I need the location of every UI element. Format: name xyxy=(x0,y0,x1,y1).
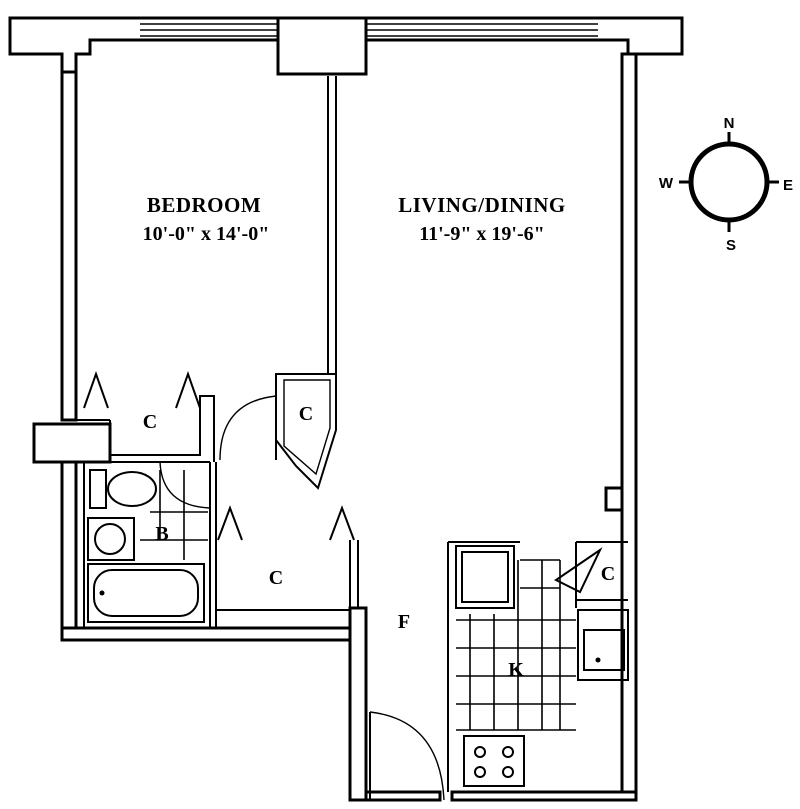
compass-east: E xyxy=(783,177,793,194)
kitchen-closet-label: C xyxy=(601,563,615,585)
compass-north: N xyxy=(724,115,735,132)
compass-west: W xyxy=(659,175,674,192)
exterior-walls xyxy=(8,16,684,802)
bedroom-dimensions: 10'-0" x 14'-0" xyxy=(143,223,270,245)
bifold-doors xyxy=(83,370,355,541)
bath-label: B xyxy=(155,523,168,545)
doors xyxy=(159,395,603,801)
kitchen-fixtures xyxy=(455,545,625,787)
bathroom-fixtures xyxy=(87,469,208,623)
bedroom-name: BEDROOM xyxy=(147,193,261,217)
compass-south: S xyxy=(726,237,736,254)
living-dining-name: LIVING/DINING xyxy=(398,193,566,217)
living-dining-dimensions: 11'-9" x 19'-6" xyxy=(419,223,545,245)
compass-rose: N S W E xyxy=(659,115,793,254)
entry-closet-label: C xyxy=(269,567,283,589)
kitchen-label: K xyxy=(508,659,524,681)
room-labels: BEDROOM 10'-0" x 14'-0" LIVING/DINING 11… xyxy=(143,193,616,681)
interior-walls xyxy=(76,76,629,792)
bedroom-closet-label: C xyxy=(143,411,157,433)
hall-closet-label: C xyxy=(299,403,313,425)
foyer-label: F xyxy=(398,611,410,633)
